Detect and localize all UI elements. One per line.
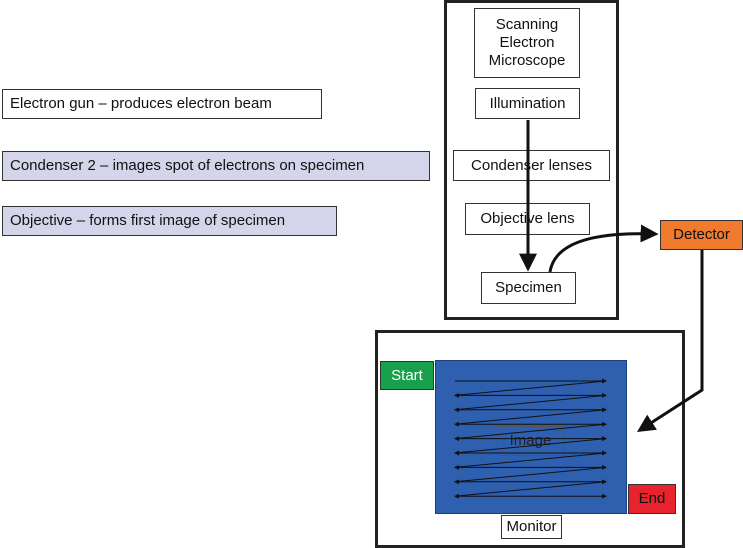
start-text: Start <box>391 366 423 384</box>
start-box: Start <box>380 361 434 390</box>
specimen-to-detector-arrow <box>548 224 659 273</box>
detector-box: Detector <box>660 220 743 250</box>
scan-return-line <box>454 380 607 396</box>
legend-electron-gun-text: Electron gun – produces electron beam <box>10 95 272 112</box>
detector-to-monitor-arrow <box>636 250 704 432</box>
scan-return-line <box>454 394 607 411</box>
illumination-box: Illumination <box>475 88 580 119</box>
scan-return-line <box>454 466 607 483</box>
specimen-text: Specimen <box>495 279 562 296</box>
legend-electron-gun: Electron gun – produces electron beam <box>2 89 322 119</box>
end-box: End <box>628 484 676 514</box>
raster-scan-lines <box>454 378 607 499</box>
end-text: End <box>638 490 666 507</box>
condenser-lenses-text: Condenser lenses <box>471 156 592 174</box>
legend-objective-text: Objective – forms first image of specime… <box>10 212 286 229</box>
illumination-text: Illumination <box>489 94 566 112</box>
microscope-title-text: Scanning Electron Microscope <box>488 16 566 69</box>
legend-objective: Objective – forms first image of specime… <box>2 206 337 236</box>
scan-return-line <box>454 452 607 468</box>
condenser-lenses-box: Condenser lenses <box>453 150 610 181</box>
specimen-box: Specimen <box>481 272 576 304</box>
scan-return-line <box>454 481 607 497</box>
detector-text: Detector <box>673 226 730 243</box>
monitor-label: Monitor <box>501 515 562 539</box>
scan-return-line <box>454 409 607 425</box>
scan-return-line <box>454 423 607 440</box>
scan-return-line <box>454 438 607 454</box>
legend-condenser-text: Condenser 2 – images spot of electrons o… <box>10 157 365 174</box>
microscope-title: Scanning Electron Microscope <box>474 8 580 78</box>
monitor-label-text: Monitor <box>506 518 557 535</box>
legend-condenser: Condenser 2 – images spot of electrons o… <box>2 151 430 181</box>
